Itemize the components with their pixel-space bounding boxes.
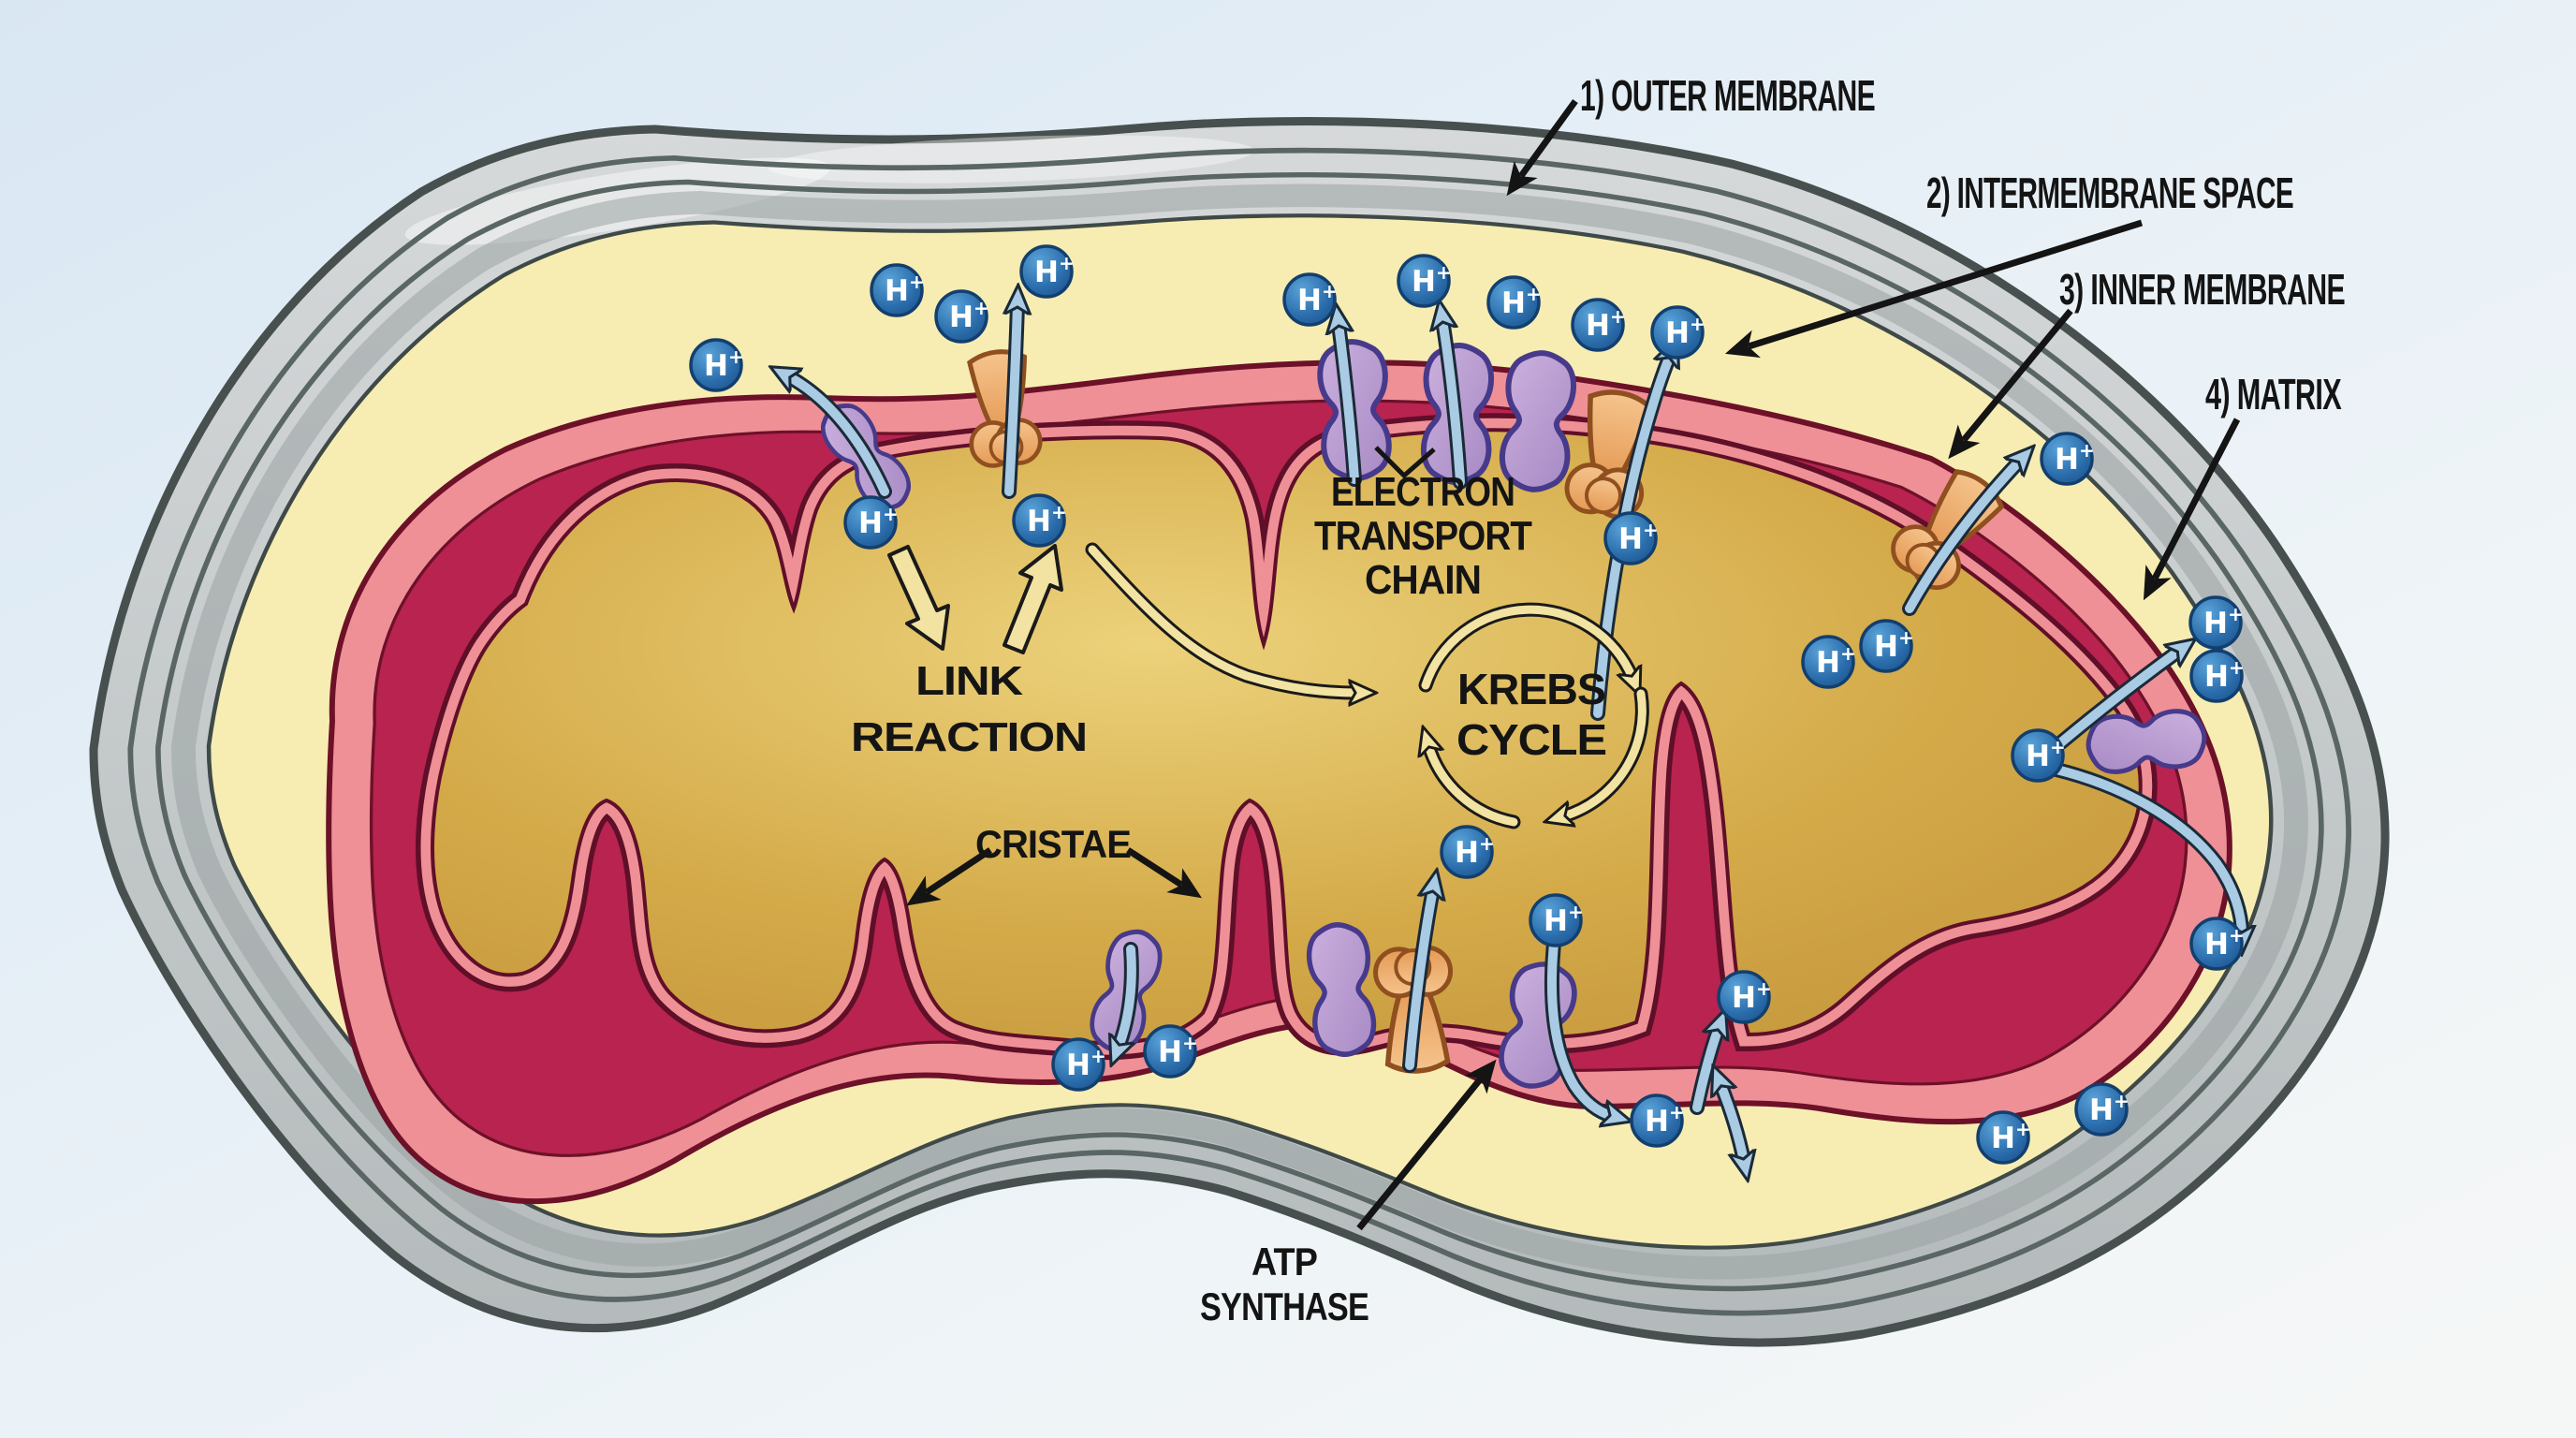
krebs-label-line2: CYCLE bbox=[1456, 715, 1606, 764]
krebs-cycle-arrow bbox=[1428, 745, 1521, 829]
atp-label-line1: ATP bbox=[1251, 1240, 1317, 1284]
hplus-ion bbox=[934, 289, 991, 344]
proton-arrow bbox=[1690, 1028, 1719, 1115]
krebs-label: KREBS CYCLE bbox=[1456, 665, 1607, 764]
hplus-ion bbox=[1571, 298, 1628, 352]
hplus-ion bbox=[2188, 595, 2246, 650]
hplus-ion bbox=[1630, 1093, 1687, 1148]
hplus-ion bbox=[1603, 511, 1661, 565]
hplus-ion bbox=[1143, 1024, 1200, 1078]
hplus-ion bbox=[1976, 1110, 2033, 1165]
link-to-krebs-arrow bbox=[1085, 542, 1357, 693]
hplus-ion bbox=[689, 338, 746, 392]
link-label-line1: LINK bbox=[915, 658, 1023, 704]
etc-label-line3: CHAIN bbox=[1365, 557, 1481, 603]
cristae-label: CRISTAE bbox=[975, 822, 1131, 866]
proton-arrow-double bbox=[1720, 1084, 1744, 1161]
outer-membrane bbox=[94, 122, 2385, 1343]
cristae-pointer-right bbox=[1126, 847, 1203, 899]
hplus-ion bbox=[870, 263, 927, 317]
proton-arrow bbox=[1119, 942, 1139, 1047]
matrix-label: 4) MATRIX bbox=[2205, 370, 2342, 418]
krebs-cycle-arrow bbox=[1418, 602, 1632, 685]
etc-label-line1: ELECTRON bbox=[1331, 469, 1515, 515]
intermembrane-space-pointer bbox=[1724, 219, 2144, 359]
hplus-ion bbox=[1529, 893, 1586, 947]
matrix-pointer bbox=[2143, 418, 2241, 601]
etc-pointer-v bbox=[1374, 446, 1436, 479]
hplus-ion bbox=[2189, 649, 2247, 703]
label-pointer-arrows bbox=[906, 98, 2241, 1231]
membrane-sheen bbox=[768, 135, 1254, 183]
outer-membrane-pointer bbox=[1506, 98, 1578, 197]
hplus-ion bbox=[1051, 1037, 1108, 1092]
hplus-ion bbox=[2074, 1082, 2131, 1137]
hplus-ion bbox=[1801, 635, 1858, 689]
hplus-ion bbox=[1282, 272, 1339, 327]
proton-arrow bbox=[788, 376, 892, 499]
hplus-ion bbox=[2011, 728, 2068, 783]
atp-synthase-label: ATP SYNTHASE bbox=[1200, 1240, 1369, 1328]
hplus-ion bbox=[843, 495, 900, 550]
intermembrane-space-label: 2) INTERMEMBRANE SPACE bbox=[1926, 169, 2293, 217]
link-reaction-down-arrow bbox=[887, 545, 950, 651]
hplus-ion bbox=[1440, 825, 1497, 879]
proton-arrow bbox=[1402, 889, 1433, 1073]
hplus-ion bbox=[1397, 254, 1454, 308]
inner-membrane-pointer bbox=[1948, 308, 2073, 460]
hplus-ion bbox=[1859, 619, 1916, 673]
link-reaction-up-arrow bbox=[1003, 544, 1063, 654]
atp-label-line2: SYNTHASE bbox=[1200, 1284, 1368, 1328]
link-label-line2: REACTION bbox=[851, 714, 1087, 760]
hplus-ion bbox=[1717, 970, 1774, 1024]
link-reaction-label: LINK REACTION bbox=[851, 658, 1088, 760]
krebs-cycle-arrows bbox=[1085, 542, 1649, 829]
hplus-ion bbox=[1012, 493, 1069, 548]
atp-synthase-pointer bbox=[1356, 1059, 1497, 1231]
etc-label-line2: TRANSPORT bbox=[1314, 513, 1532, 559]
outer-membrane-label: 1) OUTER MEMBRANE bbox=[1580, 71, 1875, 120]
proton-arrow bbox=[2049, 762, 2242, 934]
proton-arrow bbox=[1902, 461, 2020, 616]
matrix-with-cristae bbox=[432, 430, 2141, 1043]
labels: 1) OUTER MEMBRANE 2) INTERMEMBRANE SPACE… bbox=[851, 71, 2346, 1328]
hplus-ion bbox=[2189, 917, 2247, 971]
etc-label: ELECTRON TRANSPORT CHAIN bbox=[1314, 469, 1533, 603]
link-reaction-arrows bbox=[887, 544, 1063, 654]
matrix bbox=[431, 428, 2143, 1046]
hplus-ion bbox=[1650, 305, 1707, 360]
krebs-cycle-arrow bbox=[1563, 686, 1649, 816]
hplus-ion bbox=[2040, 432, 2097, 486]
proton-arrow bbox=[2054, 651, 2179, 750]
proton-arrow bbox=[1544, 936, 1612, 1116]
proton-arrow bbox=[1442, 320, 1468, 490]
cristae-pointer-left bbox=[906, 847, 992, 906]
hplus-ion bbox=[1486, 275, 1544, 330]
hplus-ion bbox=[1019, 244, 1076, 299]
proton-arrow bbox=[1009, 305, 1017, 499]
proton-arrow bbox=[1339, 324, 1362, 487]
inner-membrane-label: 3) INNER MEMBRANE bbox=[2059, 265, 2345, 314]
krebs-label-line1: KREBS bbox=[1457, 665, 1605, 713]
